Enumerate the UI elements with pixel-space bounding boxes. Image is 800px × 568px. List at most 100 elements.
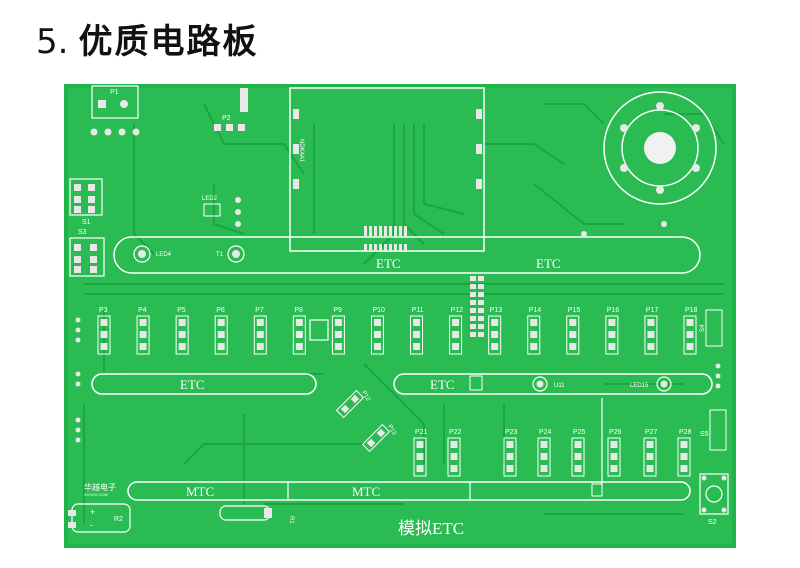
connector-pad (491, 331, 499, 338)
connector-outline (527, 315, 541, 355)
connector-pad (686, 343, 694, 350)
connector-label: P3 (99, 307, 108, 314)
connector-p15: P15 (566, 307, 581, 355)
connector-pad (646, 453, 654, 460)
t1-ring (227, 245, 245, 263)
s1-outline (69, 178, 103, 216)
connector-pad (530, 319, 538, 326)
connector-pad (574, 465, 582, 472)
connector-outline (643, 437, 657, 477)
connector-pad (139, 343, 147, 350)
connector-pad (450, 465, 458, 472)
connector-pad (608, 343, 616, 350)
connector-pad (334, 343, 342, 350)
connector-label: P13 (490, 307, 503, 314)
connector-label: P10 (372, 307, 385, 314)
connector-label: P21 (415, 429, 428, 436)
connector-pad (540, 441, 548, 448)
p12-diag-label: P12 (360, 390, 371, 403)
connector-label: P9 (333, 307, 342, 314)
connector-pad (686, 331, 694, 338)
led15-label: LED15 (630, 383, 649, 389)
connector-pad (139, 331, 147, 338)
connector-outline (447, 437, 461, 477)
connector-pad (295, 331, 303, 338)
u11-pad (536, 380, 544, 388)
pcb-board: NDK4A1 (64, 84, 736, 548)
mtc-label-2: MTC (352, 484, 380, 499)
connector-label: P11 (412, 307, 424, 314)
center-header-column (470, 276, 484, 337)
connector-pad (413, 319, 421, 326)
s2-outline (699, 473, 729, 515)
connector-p6: P6 (214, 307, 228, 355)
connector-label: P8 (294, 307, 303, 314)
connector-label: P17 (646, 307, 659, 314)
left-edge-vias (75, 317, 81, 443)
connector-pad (452, 331, 460, 338)
connector-outline (644, 315, 658, 355)
connector-pad (610, 441, 618, 448)
p1-pins (90, 128, 140, 136)
connector-p25: P25 (571, 429, 586, 477)
connector-p5: P5 (175, 307, 189, 355)
relay-pads (293, 109, 482, 189)
connector-p23: P23 (503, 429, 518, 477)
knob-center-hole (644, 132, 676, 164)
connector-pad (608, 319, 616, 326)
led2-outline (203, 203, 221, 217)
connector-pad (646, 465, 654, 472)
connector-outline (370, 315, 384, 355)
connector-pad (295, 343, 303, 350)
connector-pad (680, 441, 688, 448)
connector-pad (416, 441, 424, 448)
r2-label: R2 (114, 516, 123, 523)
connector-p9: P9 (331, 307, 345, 355)
connector-p18: P18 (683, 307, 698, 355)
connector-pad (217, 319, 225, 326)
s1-label: S1 (82, 219, 91, 226)
p1-label: P1 (110, 89, 119, 96)
s5-label: S5 (700, 431, 709, 438)
connector-pad (610, 465, 618, 472)
mtc-bar (127, 481, 691, 501)
connector-outline (410, 315, 424, 355)
connector-pad (373, 343, 381, 350)
connector-pad (506, 441, 514, 448)
connector-p22: P22 (447, 429, 462, 477)
connector-pad (647, 331, 655, 338)
connector-outline (136, 315, 150, 355)
p1-outline (91, 85, 139, 119)
heading-dot: . (57, 22, 69, 62)
connector-outline (683, 315, 697, 355)
connector-outline (253, 315, 267, 355)
connector-pad (217, 343, 225, 350)
ic-fine-pads (364, 226, 407, 252)
etc-top-bar (113, 236, 701, 274)
connector-p26: P26 (607, 429, 622, 477)
p1-pad-square (98, 100, 106, 108)
etc-mid-label-2: ETC (430, 377, 455, 392)
mid-bar-square-marker (469, 375, 483, 391)
connector-pad (506, 453, 514, 460)
t1-label: T1 (216, 252, 224, 258)
connector-pad (530, 331, 538, 338)
connector-label: P15 (568, 307, 581, 314)
connector-label: P5 (177, 307, 186, 314)
s2-pads (701, 475, 727, 513)
connector-pad (334, 331, 342, 338)
connector-p8: P8 (292, 307, 306, 355)
connector-pad (608, 331, 616, 338)
connector-p17: P17 (644, 307, 659, 355)
connector-outline (503, 437, 517, 477)
right-edge-vias (581, 221, 721, 389)
connector-label: P14 (529, 307, 542, 314)
connector-pad (334, 319, 342, 326)
connector-outline (413, 437, 427, 477)
top-header-pad (240, 88, 248, 112)
etc-top-label-2: ETC (536, 256, 561, 271)
connector-label: P16 (607, 307, 620, 314)
connector-p7: P7 (253, 307, 267, 355)
r2-pad-top (68, 510, 76, 516)
connector-p13: P13 (488, 307, 503, 355)
